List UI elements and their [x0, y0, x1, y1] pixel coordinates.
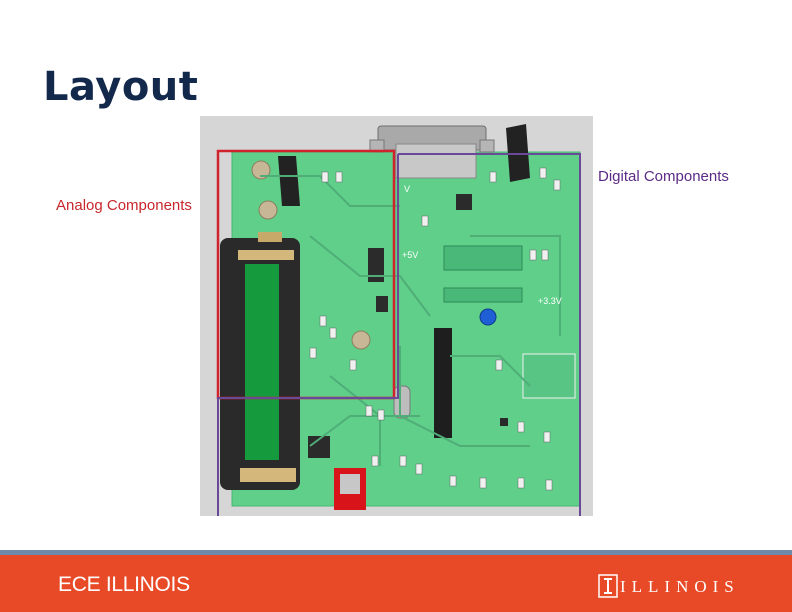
pad-area: [522, 353, 576, 399]
regulator-analog: [278, 156, 300, 206]
ece-illinois-logo: ECE ILLINOIS: [58, 573, 190, 596]
microcontroller: [434, 328, 452, 438]
capacitor-3: [351, 330, 371, 350]
rail-5v-label: +5V: [402, 250, 418, 260]
battery-cell: [245, 264, 279, 460]
illinois-block-i-icon: [598, 574, 618, 598]
pcb-layout-image: +5V +3.3V V: [200, 116, 593, 516]
capacitor-blue: [479, 308, 497, 326]
rail-3v3-label: +3.3V: [538, 296, 562, 306]
capacitor-1: [251, 160, 271, 180]
slide-title: Layout: [43, 64, 199, 110]
analog-components-label: Analog Components: [56, 197, 192, 214]
crystal: [393, 385, 411, 419]
digital-region-box-top: [398, 153, 581, 516]
rail-v-label: V: [404, 184, 410, 194]
capacitor-2: [258, 200, 278, 220]
illinois-wordmark: ILLINOIS: [620, 577, 740, 596]
inductor: [368, 248, 384, 282]
footer-bar: [0, 550, 792, 612]
digital-components-label: Digital Components: [598, 168, 729, 185]
digital-region-box-bottom: [217, 406, 219, 516]
footer-stripe: [0, 550, 792, 555]
